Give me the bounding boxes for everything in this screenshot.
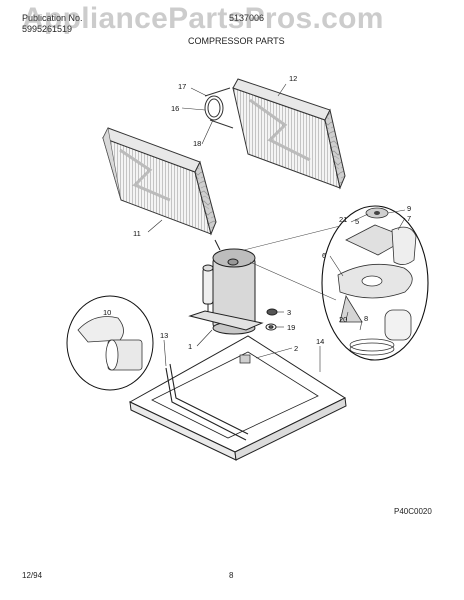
- callout-21: 21: [339, 215, 347, 224]
- callout-6: 6: [322, 251, 326, 260]
- base-pan: [128, 335, 347, 461]
- callout-17: 17: [178, 82, 186, 91]
- callout-11: 11: [133, 229, 141, 238]
- grommet-washer: [265, 308, 278, 331]
- callout-19: 19: [287, 323, 295, 332]
- publication-number: 5995261519: [22, 24, 73, 34]
- condenser-coil-left: [102, 127, 217, 236]
- callout-8: 8: [364, 314, 368, 323]
- section-title: COMPRESSOR PARTS: [188, 36, 285, 46]
- callout-16: 16: [171, 104, 179, 113]
- page-number: 8: [229, 571, 234, 580]
- callout-7: 7: [407, 214, 411, 223]
- callout-2: 2: [294, 344, 298, 353]
- drawing-code: P40C0020: [394, 507, 432, 516]
- model-number: 5137006: [229, 13, 265, 23]
- callout-13: 13: [160, 331, 168, 340]
- callout-3: 3: [287, 308, 291, 317]
- callout-1: 1: [188, 342, 192, 351]
- footer-date: 12/94: [22, 571, 43, 580]
- compressor: [188, 239, 264, 335]
- callout-10: 10: [103, 308, 111, 317]
- callout-20: 20: [339, 315, 347, 324]
- callout-labels: 1 2 3 5 6 7 8 9 10 11 12 13 14 16 17 18 …: [103, 74, 411, 353]
- callout-9: 9: [407, 204, 411, 213]
- inset-leader-lines: [243, 225, 341, 301]
- publication-label: Publication No.: [22, 13, 83, 23]
- callout-5: 5: [355, 217, 359, 226]
- terminal-parts-inset: [321, 205, 429, 361]
- evaporator-coil-right: [232, 78, 346, 190]
- callout-18: 18: [193, 139, 201, 148]
- callout-leaders: [147, 83, 406, 372]
- capillary-tube: [204, 87, 234, 129]
- capacitor-inset: [66, 295, 154, 391]
- watermark: AppliancePartsPros.com: [22, 2, 384, 35]
- callout-12: 12: [289, 74, 297, 83]
- callout-14: 14: [316, 337, 324, 346]
